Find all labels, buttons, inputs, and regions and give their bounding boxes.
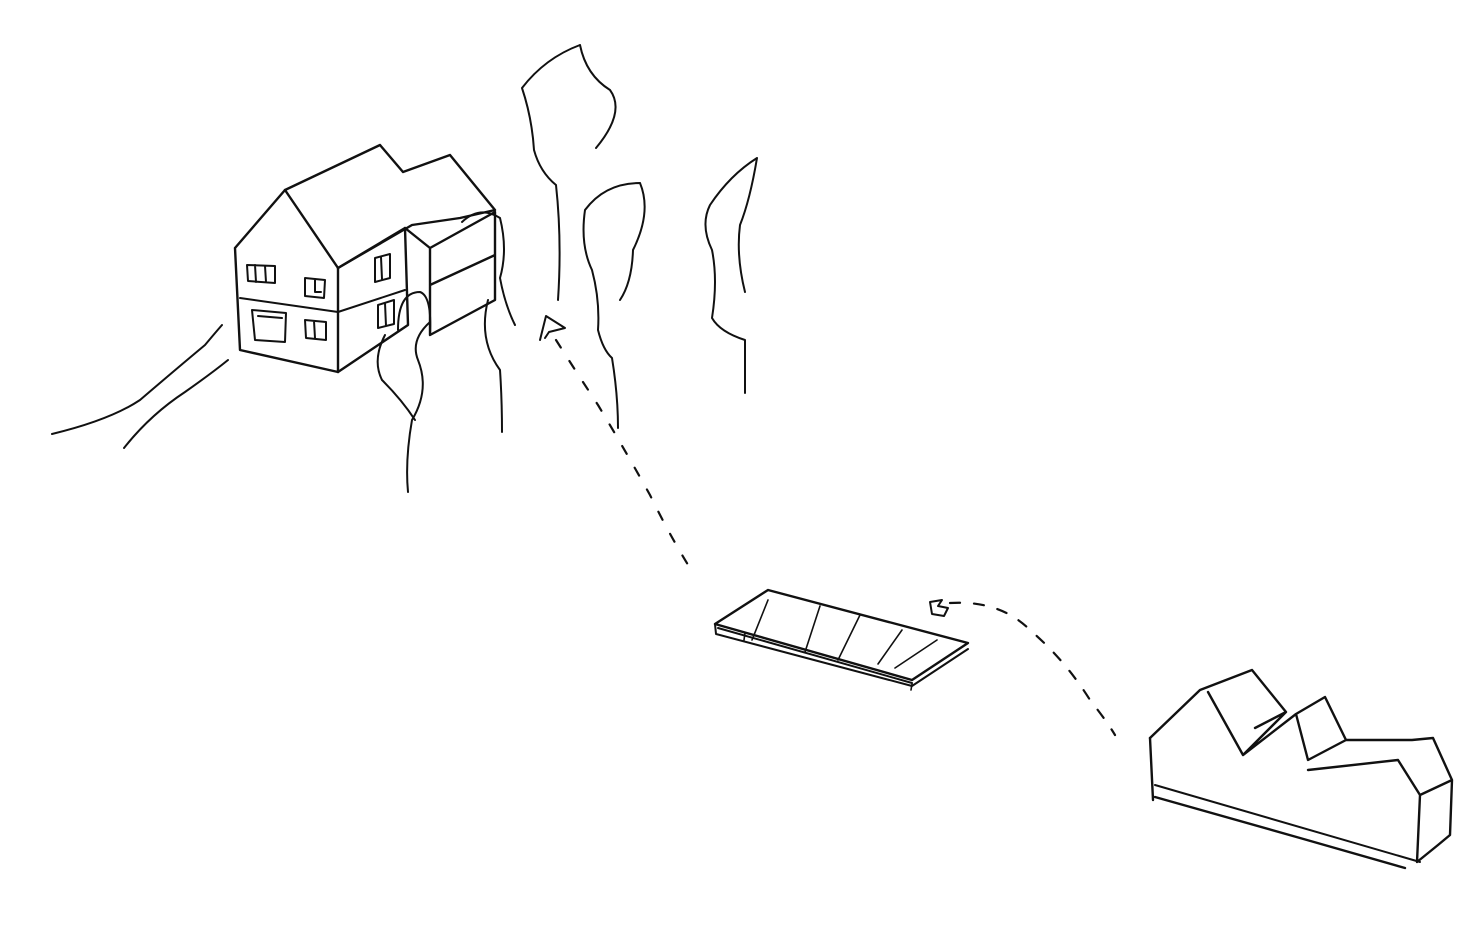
marker-flag-upper bbox=[539, 315, 566, 341]
pavilion-dividers bbox=[751, 599, 938, 669]
house-tree-left bbox=[376, 321, 431, 493]
route-upper bbox=[539, 315, 697, 578]
pavilion-outline bbox=[713, 588, 970, 682]
house-window-5 bbox=[374, 253, 391, 283]
marker-flag-lower bbox=[929, 599, 949, 617]
winding-road bbox=[51, 324, 229, 449]
house-tree-right bbox=[461, 211, 516, 433]
road-edge-upper bbox=[51, 324, 223, 435]
house-window-1 bbox=[246, 264, 276, 284]
house-building bbox=[233, 143, 516, 493]
house-window-4 bbox=[304, 319, 327, 341]
sawtooth-outline bbox=[1148, 668, 1454, 864]
tree-group bbox=[521, 44, 758, 429]
tree-2 bbox=[582, 182, 646, 429]
house-side-wall bbox=[336, 226, 410, 374]
house-doorway bbox=[397, 291, 432, 336]
house-window-6 bbox=[377, 299, 395, 329]
house-floor-line bbox=[239, 289, 406, 313]
tree-3 bbox=[704, 157, 758, 394]
dashed-route-lower bbox=[948, 601, 1117, 737]
house-front-wall bbox=[233, 188, 340, 374]
road-edge-lower bbox=[123, 359, 229, 449]
pavilion-edge bbox=[714, 623, 969, 687]
pavilion-post bbox=[743, 632, 913, 691]
pavilion-roof bbox=[713, 588, 970, 691]
sawtooth-base bbox=[1148, 736, 1407, 870]
house-window-2 bbox=[304, 277, 326, 299]
sawtooth-lower-edge bbox=[1154, 784, 1421, 863]
route-lower bbox=[929, 599, 1117, 737]
sawtooth-building bbox=[1148, 668, 1454, 870]
house-main-roof bbox=[283, 143, 497, 270]
tree-1 bbox=[521, 44, 617, 301]
dashed-route-upper bbox=[554, 338, 697, 578]
house-window-3 bbox=[251, 309, 287, 343]
